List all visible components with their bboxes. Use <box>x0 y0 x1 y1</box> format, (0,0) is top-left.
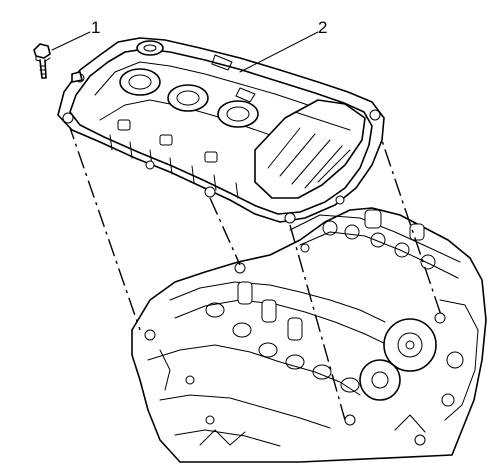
callout-1-label: 1 <box>91 18 100 37</box>
alignment-lines <box>67 119 443 421</box>
head-bolt-holes <box>144 243 446 446</box>
callout-2-label: 2 <box>318 18 327 37</box>
front-camshaft <box>205 281 360 393</box>
camshaft-cover <box>57 37 385 224</box>
engine-cylinder-head <box>131 207 487 463</box>
cover-bolt-holes <box>62 73 381 224</box>
cover-front-ribs <box>109 119 239 199</box>
timing-sprocket <box>359 318 437 401</box>
rear-camshaft <box>322 209 436 270</box>
cover-right-ribs <box>267 111 351 189</box>
cover-bolt <box>33 43 51 79</box>
coil-bosses <box>119 68 259 128</box>
callout-leaders <box>51 31 319 73</box>
